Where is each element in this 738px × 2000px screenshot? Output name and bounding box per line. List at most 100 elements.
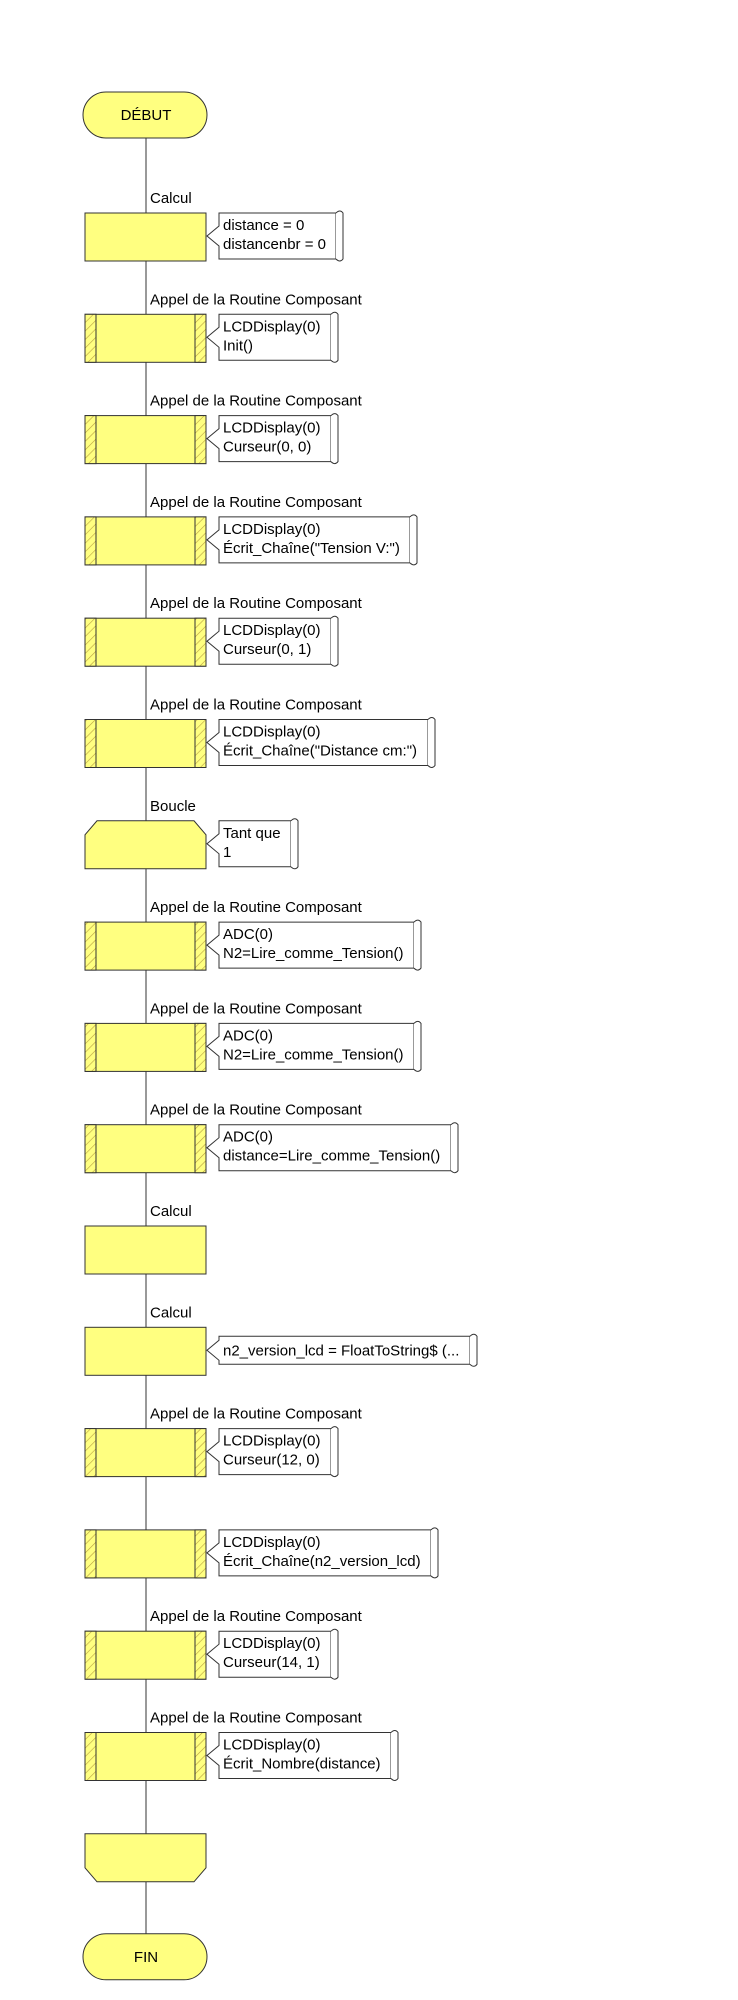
flow-step-call[interactable]: Appel de la Routine ComposantADC(0)N2=Li…	[84, 1000, 422, 1072]
annotation-note: LCDDisplay(0) Init()	[206, 311, 339, 363]
flow-step-call[interactable]: Appel de la Routine ComposantLCDDisplay(…	[84, 1710, 399, 1781]
note-line: ADC(0)	[223, 1129, 273, 1146]
step-caption: Appel de la Routine Composant	[150, 697, 363, 714]
hatch-bar-left	[84, 1124, 97, 1174]
hatch-bar-right	[194, 1022, 207, 1072]
note-curl	[290, 818, 299, 870]
annotation-note: LCDDisplay(0)Curseur(12, 0)	[206, 1426, 339, 1478]
hatch-bar-left	[84, 1529, 97, 1579]
note-line: Init()	[223, 337, 253, 354]
note-line: Écrit_Chaîne(n2_version_lcd)	[223, 1553, 421, 1570]
hatch-bar-right	[194, 415, 207, 465]
note-curl	[390, 1730, 399, 1781]
note-line: Curseur(0, 1)	[223, 641, 311, 658]
hatch-bar-right	[194, 617, 207, 667]
step-caption: Appel de la Routine Composant	[150, 393, 363, 410]
note-line: LCDDisplay(0)	[223, 1635, 321, 1652]
annotation-note: LCDDisplay(0) Écrit_Chaîne(n2_version_lcd…	[206, 1527, 439, 1579]
note-line: Écrit_Chaîne("Tension V:")	[223, 540, 400, 557]
note-curl	[469, 1333, 478, 1367]
macro-call-box	[84, 719, 207, 768]
note-line: LCDDisplay(0)	[223, 724, 321, 741]
hatch-bar-left	[84, 1022, 97, 1072]
note-line: LCDDisplay(0)	[223, 420, 321, 437]
note-line: distance=Lire_comme_Tension()	[223, 1148, 440, 1165]
step-caption: Appel de la Routine Composant	[150, 1608, 363, 1625]
flow-step-call[interactable]: Appel de la Routine ComposantADC(0)dista…	[84, 1102, 459, 1174]
step-caption: Appel de la Routine Composant	[150, 494, 363, 511]
note-line: LCDDisplay(0)	[223, 1534, 321, 1551]
terminal-shape	[82, 1933, 208, 1981]
macro-call-box	[84, 1124, 207, 1174]
hatch-bar-right	[194, 1529, 207, 1579]
annotation-note: LCDDisplay(0)Écrit_Nombre(distance)	[206, 1730, 399, 1781]
hatch-bar-right	[194, 921, 207, 971]
hatch-bar-left	[84, 415, 97, 465]
note-line: LCDDisplay(0)	[223, 318, 321, 335]
note-line: ADC(0)	[223, 1027, 273, 1044]
hatch-bar-left	[84, 516, 97, 566]
loop-end-shape	[84, 1833, 207, 1883]
flow-step-call[interactable]: Appel de la Routine ComposantLCDDisplay(…	[84, 291, 363, 363]
start-terminal[interactable]: DÉBUT	[82, 91, 208, 139]
macro-call-box	[84, 313, 207, 363]
flow-step-call[interactable]: Appel de la Routine ComposantADC(0)N2=Li…	[84, 899, 422, 971]
step-caption: Appel de la Routine Composant	[150, 1406, 363, 1423]
annotation-note: LCDDisplay(0)Écrit_Chaîne("Distance cm:"…	[206, 717, 436, 768]
flow-step-call[interactable]: LCDDisplay(0) Écrit_Chaîne(n2_version_lcd…	[84, 1527, 439, 1579]
annotation-note: ADC(0) distance=Lire_comme_Tension()	[206, 1122, 459, 1174]
macro-call-box	[84, 1529, 207, 1579]
step-caption: Calcul	[150, 190, 192, 207]
step-caption: Calcul	[150, 1304, 192, 1321]
macro-call-box	[84, 1022, 207, 1072]
note-curl	[450, 1122, 459, 1174]
flow-step-call[interactable]: Appel de la Routine ComposantLCDDisplay(…	[84, 393, 363, 465]
note-curl	[330, 1628, 339, 1680]
note-line: n2_version_lcd = FloatToString$ (...	[223, 1342, 459, 1359]
hatch-bar-left	[84, 1732, 97, 1781]
note-curl	[330, 1426, 339, 1478]
hatch-bar-left	[84, 617, 97, 667]
macro-call-box	[84, 415, 207, 465]
flow-step-call[interactable]: Appel de la Routine ComposantLCDDisplay(…	[84, 697, 436, 768]
annotation-note: LCDDisplay(0)Curseur(0, 0)	[206, 413, 339, 465]
flow-step-call[interactable]: Appel de la Routine ComposantLCDDisplay(…	[84, 494, 418, 566]
hatch-bar-right	[194, 313, 207, 363]
flow-step-loop_end[interactable]	[84, 1833, 207, 1883]
annotation-note: LCDDisplay(0) Curseur(14, 1)	[206, 1628, 339, 1680]
annotation-note: LCDDisplay(0)Écrit_Chaîne("Tension V:")	[206, 514, 418, 566]
step-caption: Appel de la Routine Composant	[150, 291, 363, 308]
note-curl	[330, 413, 339, 465]
flow-step-calc[interactable]: Calcul	[84, 1203, 207, 1275]
hatch-bar-right	[194, 1630, 207, 1680]
end-terminal[interactable]: FIN	[82, 1933, 208, 1981]
step-caption: Appel de la Routine Composant	[150, 595, 363, 612]
calculation-box	[84, 1225, 207, 1275]
flow-step-call[interactable]: Appel de la Routine ComposantLCDDisplay(…	[84, 595, 363, 667]
flow-step-call[interactable]: Appel de la Routine ComposantLCDDisplay(…	[84, 1608, 363, 1680]
note-line: LCDDisplay(0)	[223, 622, 321, 639]
loop-start-shape	[84, 820, 207, 870]
note-curl	[409, 514, 418, 566]
flow-step-calc[interactable]: Calcul n2_version_lcd = FloatToString$ (.…	[84, 1304, 478, 1376]
macro-call-box	[84, 617, 207, 667]
hatch-bar-left	[84, 921, 97, 971]
hatch-bar-right	[194, 1124, 207, 1174]
annotation-note: ADC(0)N2=Lire_comme_Tension()	[206, 919, 422, 971]
note-curl	[413, 919, 422, 971]
note-curl	[330, 311, 339, 363]
macro-call-box	[84, 1630, 207, 1680]
step-caption: Boucle	[150, 798, 196, 815]
annotation-note: LCDDisplay(0) Curseur(0, 1)	[206, 615, 339, 667]
note-line: Écrit_Nombre(distance)	[223, 1756, 381, 1773]
terminal-shape	[82, 91, 208, 139]
note-line: Curseur(14, 1)	[223, 1654, 320, 1671]
flow-step-call[interactable]: Appel de la Routine ComposantLCDDisplay(…	[84, 1406, 363, 1478]
note-curl	[430, 1527, 439, 1579]
note-curl	[413, 1020, 422, 1072]
